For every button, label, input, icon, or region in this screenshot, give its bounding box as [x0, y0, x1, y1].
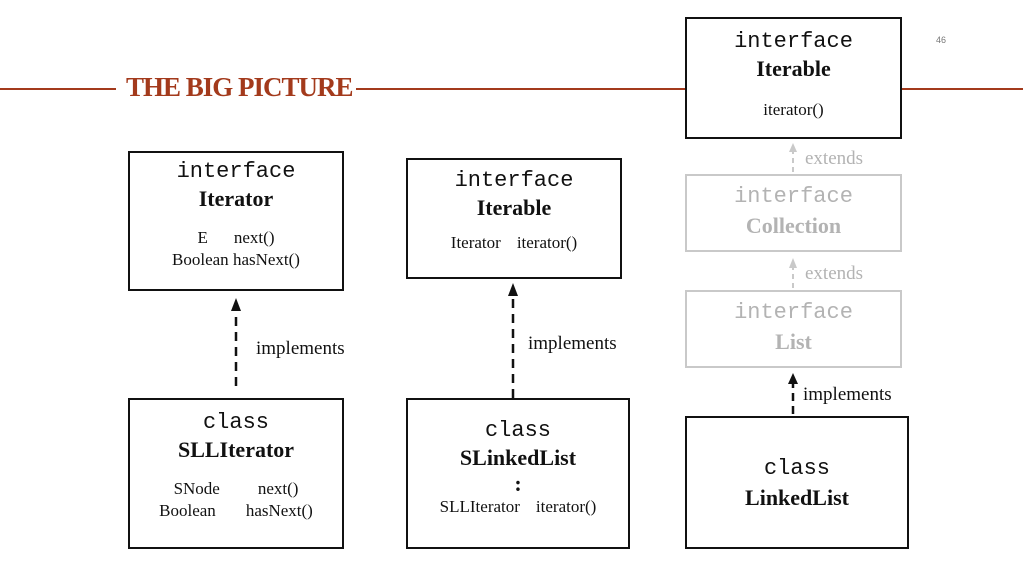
label-sll-iterator-implements: implements [256, 338, 345, 359]
page-number: 46 [936, 35, 947, 45]
arrow-sll-iterator-to-iterator [231, 298, 241, 386]
collection-keyword: interface [734, 184, 853, 209]
sll-iterator-keyword: class [202, 410, 269, 435]
list-keyword: interface [734, 300, 853, 325]
arrow-linkedlist-to-list [788, 373, 798, 414]
iterator-keyword: interface [176, 159, 296, 184]
iterator-method-hasnext: Boolean hasNext() [172, 250, 300, 269]
arrow-collection-to-iterable [789, 143, 797, 172]
slinkedlist-name: SLinkedList [459, 445, 577, 470]
iterable-top-method-iterator: iterator() [763, 100, 824, 119]
label-linkedlist-implements: implements [803, 384, 892, 405]
sll-iterator-name: SLLIterator [177, 437, 295, 462]
label-collection-extends: extends [805, 148, 864, 169]
linkedlist-class-box: class LinkedList [685, 416, 909, 549]
list-name: List [775, 329, 812, 354]
collection-name: Collection [745, 213, 842, 238]
list-interface-box: interface List [685, 290, 902, 368]
iterable-name: Iterable [476, 195, 552, 220]
arrow-list-to-collection [789, 258, 797, 288]
iterator-name: Iterator [198, 186, 274, 211]
iterable-top-name: Iterable [756, 56, 831, 81]
title-rule-left [0, 88, 116, 90]
label-list-extends: extends [805, 263, 864, 284]
title-rule-right [356, 88, 686, 90]
linkedlist-keyword: class [763, 456, 830, 481]
label-slinkedlist-implements: implements [528, 333, 617, 354]
iterable-keyword: interface [454, 168, 574, 193]
arrow-slinkedlist-to-iterable [508, 283, 518, 398]
slinkedlist-keyword: class [484, 418, 551, 443]
page-title: THE BIG PICTURE [126, 72, 354, 102]
collection-interface-box: interface Collection [685, 174, 902, 252]
iterable-top-interface-box: interface Iterable iterator() [685, 17, 902, 139]
linkedlist-name: LinkedList [745, 485, 849, 510]
slinkedlist-ellipsis: : [514, 471, 522, 496]
iterable-top-keyword: interface [734, 29, 853, 54]
title-rule-far-right [902, 88, 1023, 90]
